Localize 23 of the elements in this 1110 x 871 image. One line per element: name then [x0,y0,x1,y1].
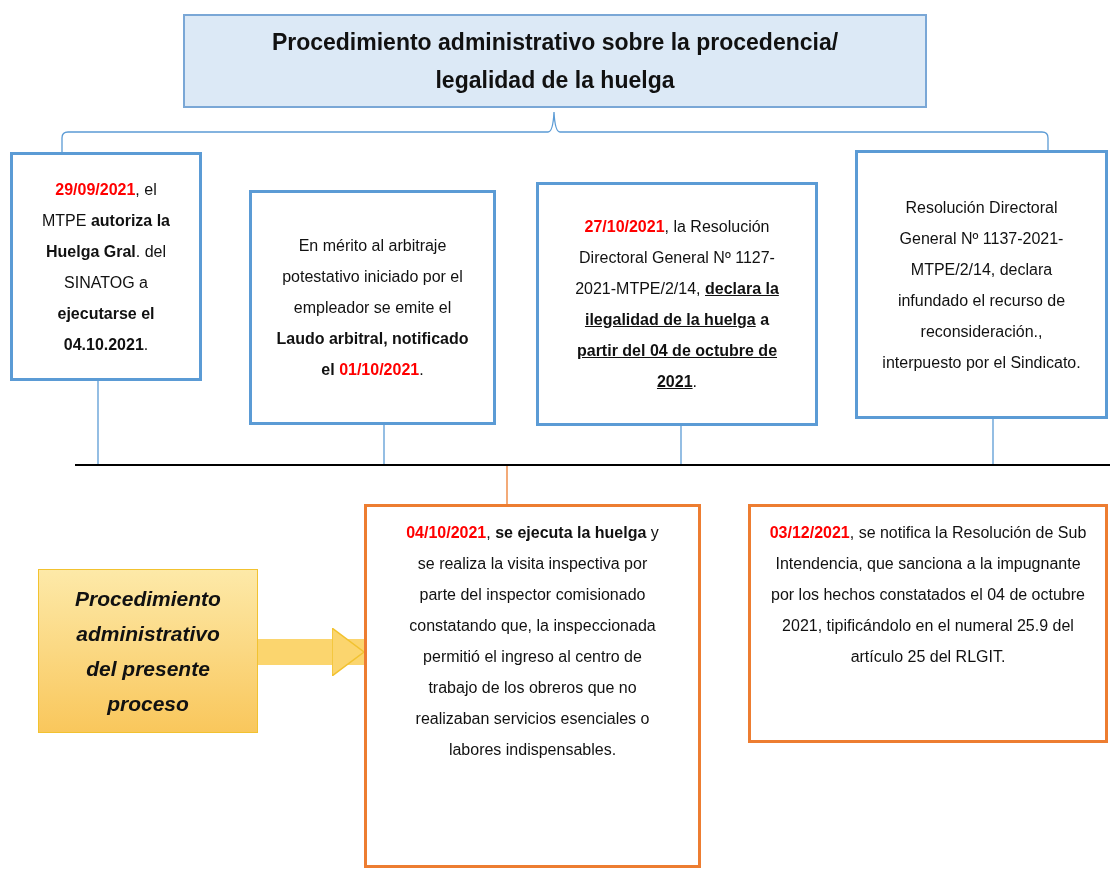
event-text: En mérito al arbitraje potestativo iniciado por el empleador se emite el Laudo arbitral, notificado el 01/10/2021. [275,236,470,380]
connector-line [97,380,99,465]
event-box [855,150,1108,419]
event-text: 27/10/2021, la Resolución Directoral General Nº 1127-2021-MTPE/2/14, declara la ilegalidad de la huelga a partir del 04 de octubre de 2021. [574,217,780,392]
event-box [249,190,496,425]
title-box [183,14,927,108]
event-box [748,504,1108,743]
connector-line [680,425,682,465]
connector-line [992,418,994,465]
connector-line [383,424,385,465]
event-text: Resolución Directoral General Nº 1137-2021-MTPE/2/14, declara infundado el recurso de reconsideración., interpuesto por el Sindicato. [881,197,1082,373]
event-box [364,504,701,868]
event-text: Procedimiento administrativo del presente proceso [74,586,222,717]
event-box [10,152,202,381]
event-text: 03/12/2021, se notifica la Resolución de Sub Intendencia, que sanciona a la impugnante por los hechos constatados el 04 de octubre 2021, tipificándolo en el numeral 25.9 del artículo 25 del RLGIT. [768,523,1088,667]
timeline-line [75,464,1110,466]
event-text: 29/09/2021, el MTPE autoriza la Huelga Gral. del SINATOG a ejecutarse el 04.10.2021. [41,179,171,355]
event-text: 04/10/2021, se ejecuta la huelga y se realiza la visita inspectiva por parte del inspector comisionado constatando que, la inspeccionada permitió el ingreso al centro de trabajo de los obreros que no realizaban servicios esenciales o labores indispensables. [405,523,660,760]
process-label-box [38,569,258,733]
connector-line [506,465,508,505]
event-box [536,182,818,426]
title-text: Procedimiento administrativo sobre la procedencia/ legalidad de la huelga [270,28,840,95]
block-arrow [258,627,365,677]
